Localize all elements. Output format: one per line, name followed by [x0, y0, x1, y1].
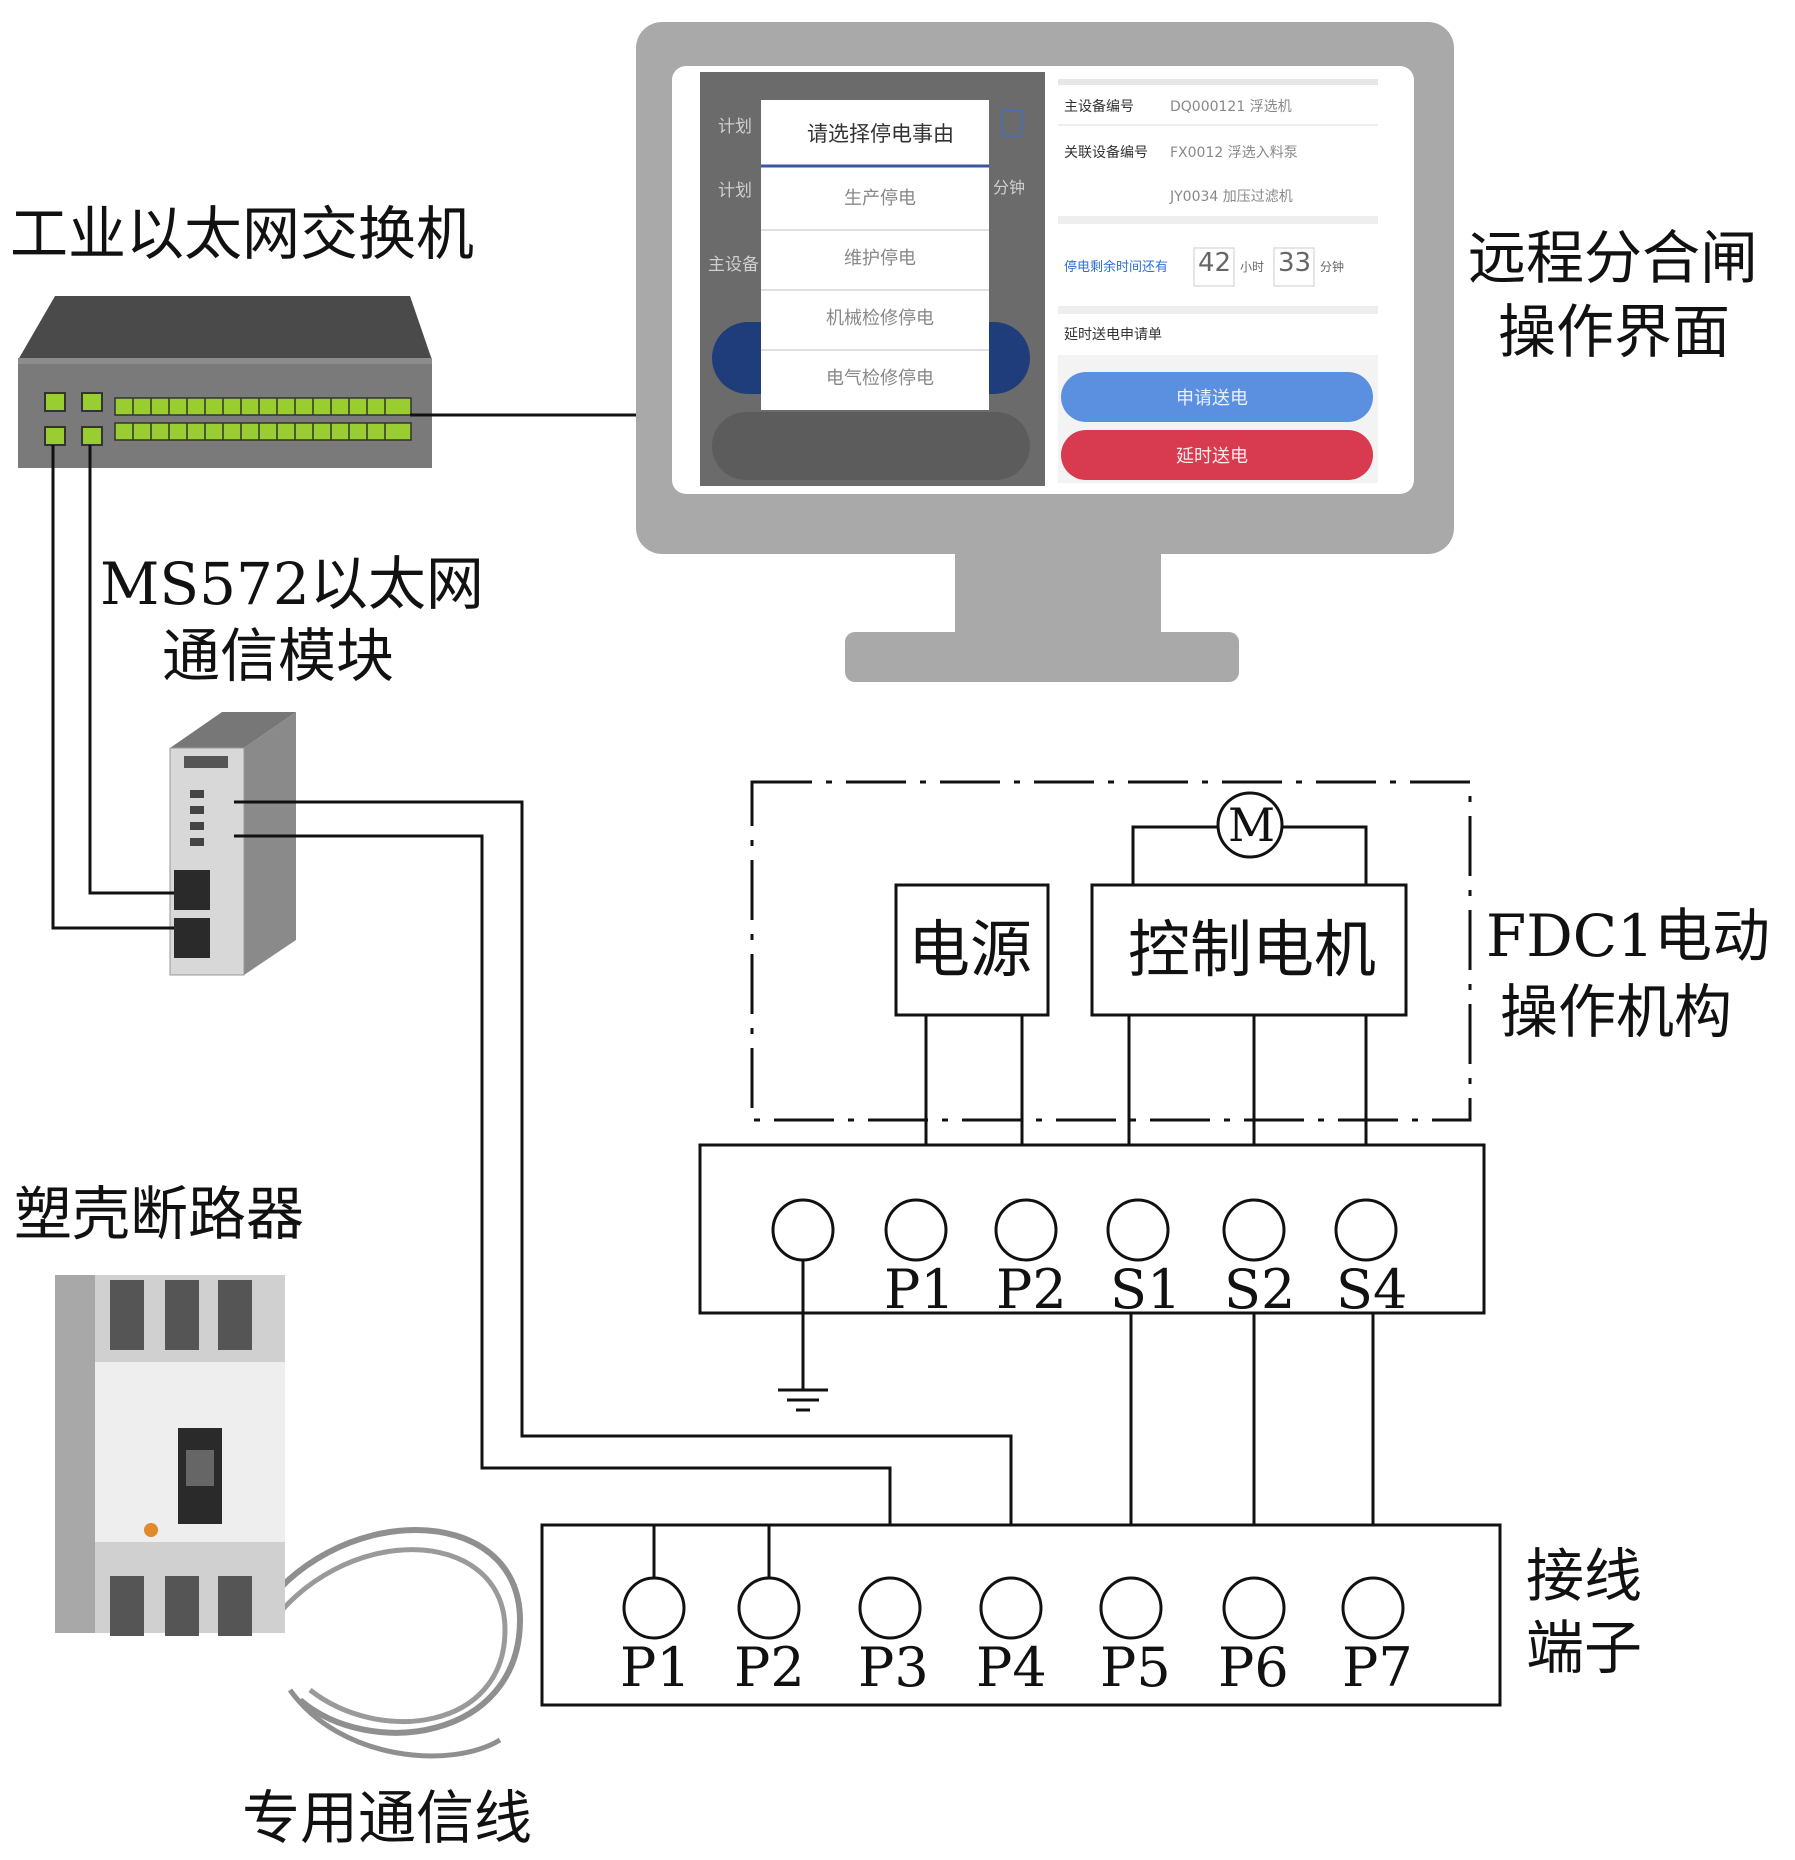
fdc1-label-line2: 操作机构: [1500, 978, 1733, 1046]
minutes-value: 33: [1278, 248, 1312, 278]
terminal-label-line1: 接线: [1526, 1542, 1643, 1610]
upper-terminal-circles: [771, 1198, 1398, 1262]
ethernet-cable-1: [51, 445, 174, 930]
ground-terminal: [771, 1198, 835, 1262]
motor-symbol: [1216, 791, 1284, 859]
remote-ui-label-line1: 远程分合闸: [1468, 224, 1759, 292]
upper-terminal-s1: [1106, 1198, 1170, 1262]
lower-terminal-label: P4: [976, 1636, 1047, 1699]
lower-terminal-p5: [1099, 1576, 1163, 1640]
upper-terminal-p1: [884, 1198, 948, 1262]
lower-terminal-p6: [1222, 1576, 1286, 1640]
ground-symbol: [778, 1260, 828, 1412]
lower-terminal-label: P6: [1218, 1636, 1289, 1699]
related-device-value: JY0034 加压过滤机: [1170, 189, 1293, 205]
dialog-option[interactable]: 机械检修停电: [826, 308, 934, 329]
upper-terminal-s4: [1334, 1198, 1398, 1262]
switch-ports: [44, 392, 412, 446]
comm-cable-to-p4: [234, 800, 1013, 1588]
lower-terminal-circles: [622, 1576, 1405, 1640]
upper-terminal-label: P1: [884, 1258, 955, 1321]
motor-symbol-label: M: [1228, 798, 1276, 852]
remote-ui-label-line2: 操作界面: [1498, 298, 1731, 366]
main-device-label: 主设备编号: [1064, 99, 1134, 115]
remaining-time-label: 停电剩余时间还有: [1064, 260, 1169, 275]
dialog-option[interactable]: 电气检修停电: [826, 368, 934, 389]
power-box-label: 电源: [908, 913, 1033, 986]
comm-cable-to-p3: [234, 834, 892, 1588]
module-label-line2: 通信模块: [162, 622, 395, 690]
ms572-module: [169, 712, 296, 976]
terminal-label-line2: 端子: [1526, 1614, 1643, 1682]
bg-fragment: 计划: [718, 117, 752, 137]
upper-terminal-label: S2: [1224, 1258, 1296, 1321]
upper-terminal-s2: [1222, 1198, 1286, 1262]
hours-unit: 小时: [1240, 260, 1265, 274]
lower-terminal-label: P1: [620, 1636, 691, 1699]
lower-terminal-p7: [1341, 1576, 1405, 1640]
lower-terminal-label: P7: [1342, 1636, 1413, 1699]
module-label-line1: MS572以太网: [100, 550, 484, 618]
ethernet-cable-2: [88, 445, 174, 895]
delay-power-button[interactable]: 延时送电: [1176, 446, 1248, 467]
molded-case-breaker: [55, 1275, 524, 1759]
breaker-label: 塑壳断路器: [14, 1180, 305, 1248]
hours-value: 42: [1198, 248, 1232, 278]
dialog-option[interactable]: 维护停电: [844, 248, 916, 269]
fdc-internal-wires: [924, 1015, 1368, 1145]
lower-terminal-label: P3: [858, 1636, 929, 1699]
dialog-option[interactable]: 生产停电: [844, 188, 916, 209]
motor-wire-right: [1282, 825, 1368, 885]
lower-terminal-label: P2: [734, 1636, 805, 1699]
power-box: [894, 883, 1050, 1017]
cable-label: 专用通信线: [242, 1784, 533, 1852]
dialog-title: 请选择停电事由: [807, 122, 954, 146]
related-device-value: FX0012 浮选入料泵: [1170, 145, 1298, 161]
motor-wire-left: [1131, 825, 1218, 885]
bg-fragment: 计划: [718, 181, 752, 201]
monitor: [636, 22, 1454, 682]
lower-terminal-p1: [622, 1576, 686, 1640]
related-device-label: 关联设备编号: [1064, 145, 1148, 161]
apply-power-button[interactable]: 申请送电: [1176, 388, 1248, 409]
fdc1-boundary: [750, 780, 1472, 1122]
fdc1-label-line1: FDC1电动: [1486, 902, 1771, 970]
lower-terminal-p4: [979, 1576, 1043, 1640]
upper-terminal-p2: [994, 1198, 1058, 1262]
bg-fragment: 主设备: [708, 255, 759, 275]
upper-terminal-label: P2: [996, 1258, 1067, 1321]
lower-terminal-p3: [858, 1576, 922, 1640]
bg-fragment: 分钟: [993, 178, 1026, 197]
lower-terminal-label: P5: [1100, 1636, 1171, 1699]
control-motor-box: [1090, 883, 1408, 1017]
control-motor-label: 控制电机: [1128, 913, 1377, 986]
switch-label: 工业以太网交换机: [10, 200, 475, 268]
minutes-unit: 分钟: [1320, 260, 1345, 274]
lower-terminal-p2: [737, 1576, 801, 1640]
main-device-value: DQ000121 浮选机: [1170, 99, 1292, 115]
upper-terminal-label: S4: [1336, 1258, 1408, 1321]
delay-list-label[interactable]: 延时送电申请单: [1064, 327, 1162, 343]
upper-terminal-label: S1: [1110, 1258, 1182, 1321]
ethernet-switch: [18, 296, 432, 468]
